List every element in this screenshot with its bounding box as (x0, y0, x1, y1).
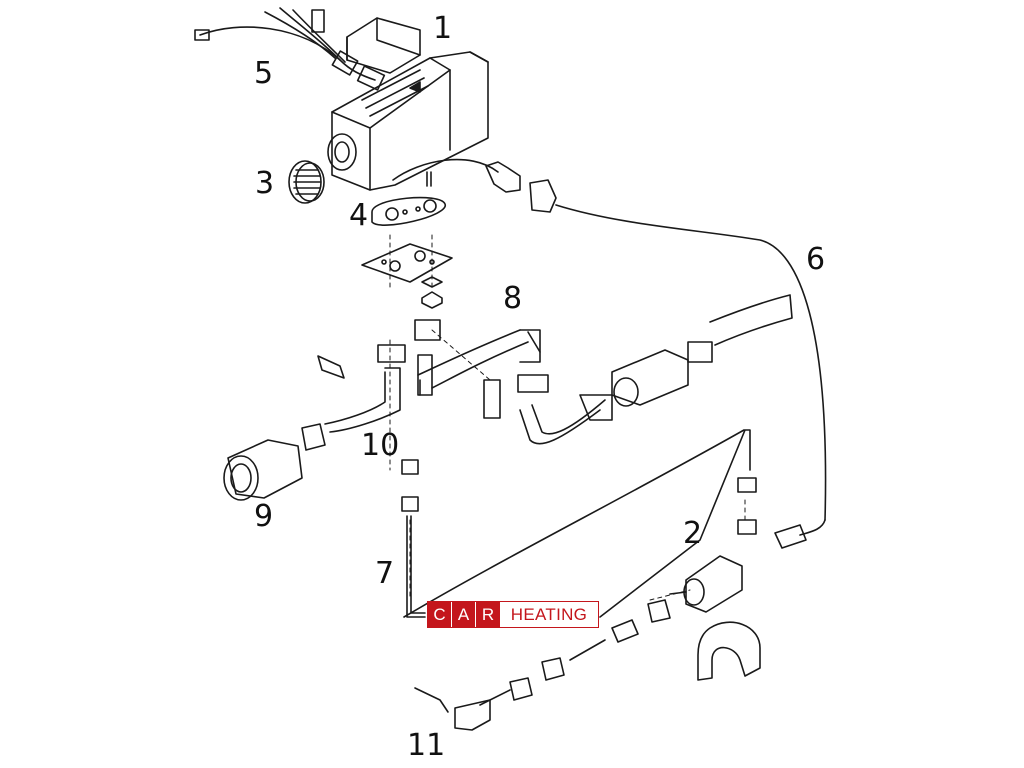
part-label-5: 5 (254, 56, 274, 91)
pump-cable (392, 158, 827, 549)
part-label-10: 10 (361, 428, 400, 463)
fuel-tee (414, 639, 606, 731)
fuel-pump (611, 555, 761, 681)
assembly-leader-lines (389, 234, 746, 601)
heater-unit (327, 17, 489, 191)
exhaust-pipe (414, 294, 793, 445)
mounting-gasket (361, 171, 453, 309)
carheating-logo: C A R HEATING (427, 601, 599, 628)
part-label-4: 4 (349, 198, 369, 233)
part-label-1: 1 (433, 11, 453, 46)
air-intake-grille (288, 160, 325, 204)
part-label-6: 6 (806, 242, 826, 277)
wiring-harness (194, 7, 386, 91)
part-label-3: 3 (255, 166, 275, 201)
logo-letter-a: A (452, 602, 476, 627)
part-label-11: 11 (407, 728, 446, 763)
intake-hose (223, 344, 406, 501)
part-label-7: 7 (375, 556, 395, 591)
part-label-8: 8 (503, 281, 523, 316)
part-label-2: 2 (683, 516, 703, 551)
part-label-9: 9 (254, 499, 274, 534)
fuel-line (401, 429, 757, 618)
logo-word-heating: HEATING (500, 602, 598, 627)
logo-letter-c: C (428, 602, 452, 627)
logo-letter-r: R (476, 602, 500, 627)
